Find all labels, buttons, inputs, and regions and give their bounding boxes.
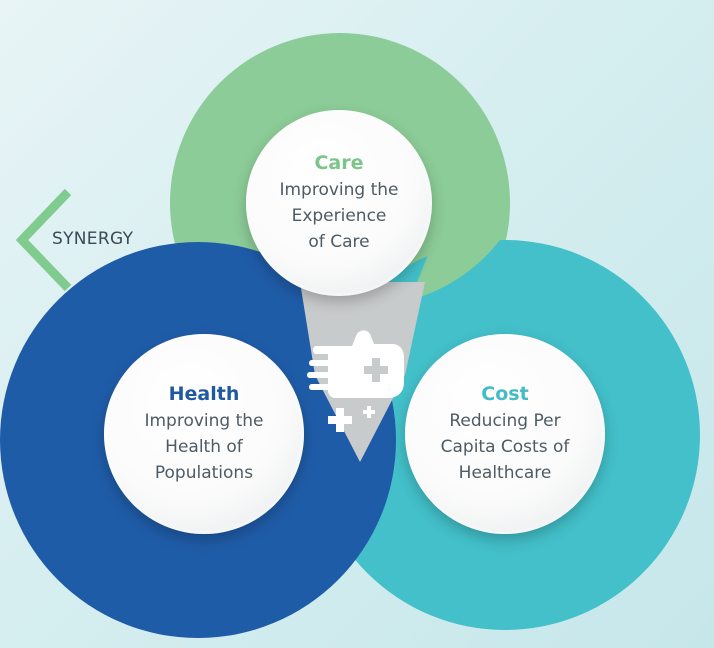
care-title: Care [314,151,364,174]
synergy-chevron-icon [15,188,72,292]
cost-title: Cost [481,382,529,405]
cost-description: Reducing Per Capita Costs of Healthcare [441,408,570,486]
care-description: Improving the Experience of Care [279,177,398,255]
health-title: Health [168,382,240,405]
care-desc-line: Improving the [279,179,399,200]
health-circle: Health Improving the Health of Populatio… [104,334,304,534]
care-overlap [410,239,500,300]
cost-desc-line: Reducing Per [449,410,561,431]
cost-circle: Cost Reducing Per Capita Costs of Health… [405,334,605,534]
health-desc-line: Improving the [144,410,264,431]
health-description: Improving the Health of Populations [144,408,263,486]
care-circle: Care Improving the Experience of Care [246,110,432,296]
health-desc-line: Health of [165,436,243,457]
synergy-label: SYNERGY [52,229,134,249]
helping-hand-icon [307,330,404,432]
care-desc-line: Experience [291,205,387,226]
health-desc-line: Populations [154,462,254,483]
care-desc-line: of Care [308,231,370,252]
cost-desc-line: Capita Costs of [440,436,570,457]
cost-desc-line: Healthcare [458,462,552,483]
